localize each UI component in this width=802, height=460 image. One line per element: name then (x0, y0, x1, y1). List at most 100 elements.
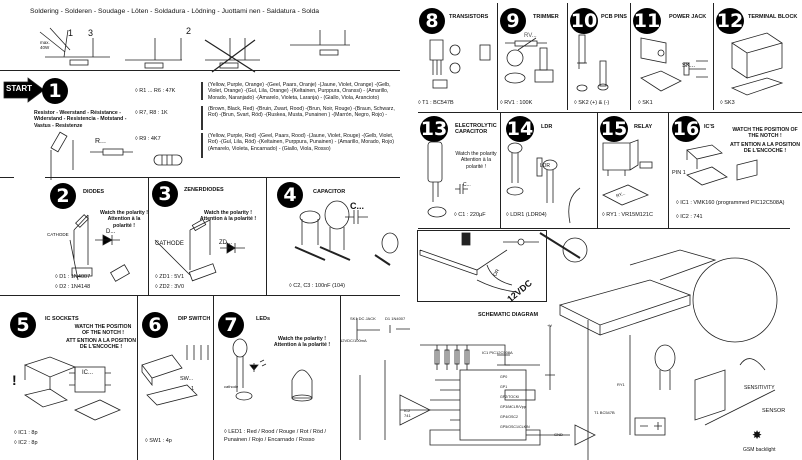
part-ic1: IC1 : VMK160 (programmed PIC12C508A) (676, 200, 784, 206)
step-number: 2 (50, 183, 76, 209)
cathode-label: cathode (224, 384, 239, 389)
polarity-note: Watch the polarity Attention à la polari… (455, 151, 497, 170)
d1-label: D1 1N4007 (385, 316, 406, 321)
part-rv1: RV1 : 100K (500, 100, 532, 106)
light-burst-icon: ✸ (752, 428, 763, 442)
polarity-note: Watch the polarity ! Attention à la pola… (199, 210, 257, 223)
step-title: TRANSISTORS (449, 14, 489, 20)
step-title: ELECTROLYTIC CAPACITOR (455, 123, 497, 135)
dip-switch-pin-label: 1 (191, 386, 195, 392)
pcb-pin-illustration (576, 34, 609, 92)
color-code-r7-r8: (Brown, Black, Red) -(Bruin, Zwart, Rood… (208, 106, 395, 119)
soldering-step-2: 2 (186, 26, 192, 36)
part-ldr1: LDR1 (LDR04) (506, 212, 546, 218)
capacitor-symbol-label: C... (350, 201, 365, 211)
part-r9: R9 : 4K7 (135, 136, 160, 142)
polarity-note: Watch the polarity ! Attention à la pola… (100, 210, 148, 229)
dip-switch-symbol-label: SW... (180, 376, 194, 382)
power-jack-illustration (640, 37, 708, 92)
step-heading: Resistor - Weerstand - Résistance - Wide… (34, 110, 127, 129)
step-title: TRIMMER (533, 14, 559, 20)
gsm-backlight-label: GSM backlight (743, 447, 776, 453)
sensitivity-label: SENSITIVITY (744, 385, 775, 391)
capacitor-illustration (294, 200, 399, 266)
step-number: 5 (10, 312, 36, 338)
step-number: 10 (570, 8, 598, 34)
part-d2: D2 : 1N4148 (55, 284, 90, 290)
step-number: 9 (500, 8, 526, 34)
notch-warning-en: WATCH THE POSITION OF THE NOTCH ! (732, 127, 798, 140)
step-title: LEDs (256, 316, 271, 322)
sk1-label: SK1 DC JACK (350, 316, 376, 321)
part-d1: D1 : 1N4007 (55, 274, 90, 280)
terminal-block-illustration (730, 32, 784, 96)
step-title: CAPACITOR (313, 189, 346, 195)
step-number: 14 (506, 116, 534, 142)
polarity-note: Watch the polarity ! Attention à la pola… (273, 336, 331, 349)
zener-illustration (154, 218, 245, 282)
resistor-footprint (153, 154, 183, 166)
step-number: 8 (419, 8, 445, 34)
part-ry1: RY1 : VR15M121C (602, 212, 653, 218)
step-title: TERMINAL BLOCK (748, 14, 798, 20)
step-title: POWER JACK (669, 14, 707, 20)
part-r1-r6: R1 ... R6 : 47K (135, 88, 175, 94)
step-number: 13 (420, 116, 448, 142)
step-number: 12 (716, 8, 744, 34)
part-sk1: SK1 (638, 100, 652, 106)
led-illustration (232, 338, 313, 402)
trimmer-symbol-label: RV... (524, 33, 537, 39)
ic2-label: IC2 741 (404, 408, 411, 418)
part-sk2: SK2 (+) & (-) (574, 100, 609, 106)
part-ic1-socket: IC1 : 8p (14, 430, 37, 436)
ldr-symbol-label: LDR (540, 163, 551, 169)
color-code-r1-r6: (Yellow, Purple, Orange) -(Geel, Paars, … (208, 82, 391, 101)
start-label: START (6, 84, 33, 93)
step-number: 7 (218, 312, 244, 338)
step-number: 4 (277, 182, 303, 208)
supply-label: 12VDC/100mA (340, 338, 367, 343)
capacitor-symbol-label: C... (463, 182, 471, 188)
step-title: DIODES (83, 189, 105, 195)
cathode-label: CATHODE (47, 232, 69, 237)
part-t1: T1 : BC547B (418, 100, 454, 106)
step-number: 16 (672, 116, 700, 142)
ic-illustration (686, 144, 758, 186)
gnd-label: GND (554, 432, 563, 437)
part-sk3: SK3 (720, 100, 734, 106)
warning-icon: ! (12, 372, 17, 388)
relay-illustration (602, 139, 653, 206)
notch-warning-en: WATCH THE POSITION OF THE NOTCH ! (74, 324, 132, 337)
part-ic2-socket: IC2 : 8p (14, 440, 37, 446)
step-number: 6 (142, 312, 168, 338)
diode-symbol-label: D... (106, 229, 116, 235)
notch-warning-fr: ATT ENTION A LA POSITION DE L'ENCOCHE ! (66, 338, 136, 351)
pin-gp5: GP5/OSC1/CLKIN (500, 425, 530, 429)
resistor-symbol-label: R... (95, 138, 106, 145)
ic-symbol-label: IC... (82, 370, 94, 376)
pin-gp4: GP4/OSC2 (500, 415, 518, 419)
resistor-illustration (50, 131, 133, 180)
step-number: 3 (152, 181, 178, 207)
schematic-title: SCHEMATIC DIAGRAM (478, 312, 539, 318)
step-title: DIP SWITCH (178, 316, 211, 322)
ic-socket-illustration (23, 356, 121, 421)
part-c1: C1 : 220µF (454, 212, 485, 218)
electrolytic-capacitor-illustration (427, 141, 468, 218)
ic1-pin-list: GP0 GP1 GP2/TOCKI GP3/MCLR/Vpp GP4/OSC2 … (500, 372, 530, 432)
vcc-label: +V (547, 323, 553, 328)
soldering-title: Soldering - Solderen - Soudage - Löten -… (30, 8, 320, 15)
step-number: 1 (42, 78, 68, 104)
soldering-power-note: max. 40W (40, 40, 50, 50)
step-number: 11 (633, 8, 661, 34)
dip-switch-illustration (141, 345, 209, 406)
part-ic2: IC2 : 741 (676, 214, 702, 220)
part-led1: LED1 : Red / Rood / Rouge / Rot / Röd / … (224, 428, 334, 444)
soldering-step-3: 3 (88, 28, 94, 38)
step-title: IC SOCKETS (45, 316, 79, 322)
pin1-label: PIN 1 (672, 170, 686, 176)
diode-illustration (69, 214, 130, 282)
cathode-label: CATHODE (155, 241, 184, 247)
step-title: ZENERDIODES (184, 187, 224, 193)
pin-gp2: GP2/TOCKI (500, 395, 520, 399)
